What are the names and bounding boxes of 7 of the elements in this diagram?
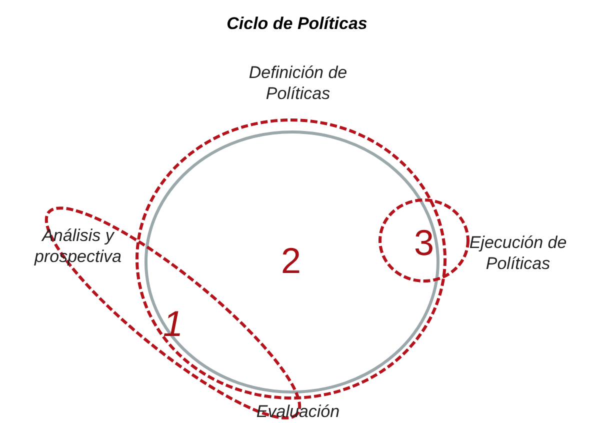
stage-label: Análisis y prospectiva <box>33 225 122 267</box>
stage-number: 1 <box>162 306 184 342</box>
stage-label: Definición de Políticas <box>248 62 348 104</box>
stage-number: 3 <box>414 225 434 261</box>
stage-number: 2 <box>280 243 302 279</box>
stage-label: Ejecución de Políticas <box>468 232 568 274</box>
diagram-title: Ciclo de Políticas <box>226 14 368 34</box>
